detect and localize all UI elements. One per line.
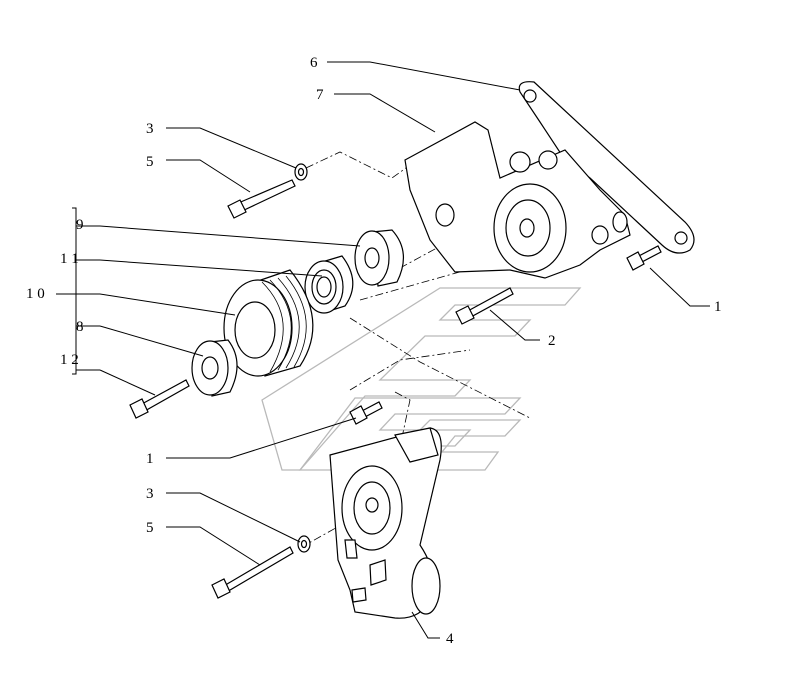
callout-1-right: 1	[714, 299, 722, 315]
callout-4: 4	[446, 631, 454, 647]
callout-5-lower: 5	[146, 520, 154, 536]
callout-11: 1 1	[60, 251, 79, 267]
callout-1-mid: 1	[146, 451, 154, 467]
bolt-part-12	[129, 379, 190, 419]
washer-part-3-lower-hole	[300, 539, 308, 549]
washer-part-3-upper-hole	[297, 167, 305, 177]
pulley-part-10	[223, 269, 314, 377]
callout-8: 8	[76, 319, 84, 335]
callout-3-lower: 3	[146, 486, 154, 502]
tensioner-part-4	[329, 427, 442, 619]
callout-6: 6	[310, 55, 318, 71]
callout-9: 9	[76, 217, 84, 233]
callout-5-upper: 5	[146, 154, 154, 170]
leader-lines	[56, 61, 710, 639]
bolt-part-5-lower	[211, 546, 294, 599]
idler-pulley-part-9	[354, 229, 404, 287]
callout-2: 2	[548, 333, 556, 349]
callout-12: 1 2	[60, 352, 79, 368]
bolt-part-2	[455, 287, 514, 325]
callout-10: 1 0	[26, 286, 45, 302]
callout-3-upper: 3	[146, 121, 154, 137]
callout-labels: 6 7 3 5 9 1 1 1 0 8 1 2 1 2 1 3 5 4	[26, 55, 722, 647]
flange-pulley-part-8	[191, 339, 238, 397]
bracket-part-6	[518, 81, 695, 254]
bolt-part-1-mid	[349, 401, 383, 425]
bearing-part-11	[304, 255, 354, 314]
support-part-7	[404, 121, 631, 279]
bolt-part-1-right	[626, 245, 662, 271]
callout-7: 7	[316, 87, 324, 103]
bolt-part-5-upper	[227, 179, 296, 219]
